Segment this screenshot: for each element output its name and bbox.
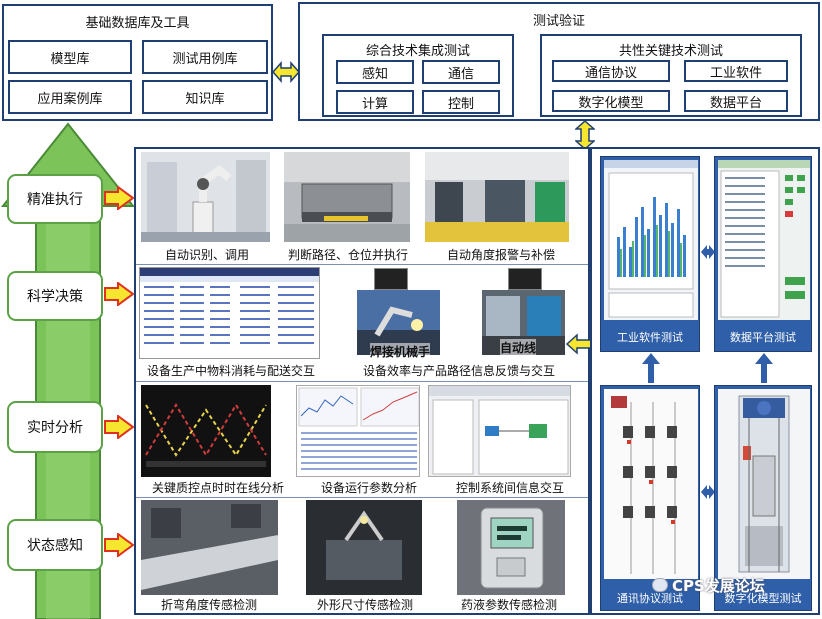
- application-case-library: 应用案例库: [8, 80, 132, 114]
- data-platform-test-label: 数据平台测试: [730, 331, 796, 344]
- caption-control-interaction: 控制系统间信息交互: [455, 481, 564, 495]
- industrial-software-item: 工业软件: [684, 60, 788, 82]
- perception-item: 感知: [336, 60, 414, 84]
- industrial-software-test-card: 工业软件测试: [600, 156, 700, 352]
- stage-arrow-4: [104, 533, 134, 557]
- photo-welding-monitor: [374, 268, 408, 290]
- test-verification-panel: 测试验证 综合技术集成测试 感知 通信 计算 控制 共性关键技术测试 通信协议 …: [298, 2, 820, 121]
- row-divider: [136, 264, 588, 265]
- stage-realtime-analysis: 实时分析: [7, 401, 103, 453]
- digital-model-item: 数字化模型: [552, 90, 670, 112]
- protocol-test-card: 通讯协议测试: [600, 385, 700, 611]
- arrow-platform-model: [755, 353, 773, 383]
- data-platform-item: 数据平台: [684, 90, 788, 112]
- integrated-test-title: 综合技术集成测试: [365, 44, 470, 59]
- stage-arrow-1: [104, 186, 134, 210]
- photo-robot-arm: [141, 152, 270, 242]
- screenshot-material-table: [139, 267, 320, 359]
- caption-parameter-analysis: 设备运行参数分析: [320, 481, 417, 495]
- caption-efficiency-feedback: 设备效率与产品路径信息反馈与交互: [362, 364, 555, 378]
- communication-protocol-item: 通信协议: [552, 60, 670, 82]
- screenshot-parameter-charts: [296, 385, 420, 477]
- caption-path-judge: 判断路径、仓位并执行: [287, 248, 408, 262]
- protocol-test-label: 通讯协议测试: [617, 592, 683, 605]
- caption-quality-analysis: 关键质控点时时在线分析: [151, 481, 284, 495]
- digital-model-test-card: 数字化模型测试: [714, 385, 812, 611]
- wechat-icon: [652, 578, 668, 592]
- industrial-software-test-label: 工业软件测试: [617, 331, 683, 344]
- communication-item: 通信: [422, 60, 500, 84]
- caption-shape-size: 外形尺寸传感检测: [316, 598, 413, 612]
- vertical-double-arrow: [575, 120, 595, 150]
- stage-scientific-decision: 科学决策: [7, 271, 103, 321]
- digital-model-test-label: 数字化模型测试: [724, 592, 802, 605]
- photo-liquid-sensor: [457, 500, 565, 595]
- photo-size-sensor: [306, 500, 422, 595]
- stage-arrow-2: [104, 282, 134, 306]
- control-item: 控制: [422, 90, 500, 114]
- stage-state-perception: 状态感知: [7, 519, 103, 571]
- photo-quality-monitor: [141, 385, 271, 477]
- knowledge-library: 知识库: [142, 80, 268, 114]
- arrow-protocol-model: [701, 485, 715, 499]
- test-verification-title: 测试验证: [532, 14, 585, 29]
- stage-precise-execution: 精准执行: [7, 174, 103, 224]
- label-welding-robot: 焊接机械手: [370, 343, 431, 360]
- row-divider: [136, 381, 588, 382]
- computing-item: 计算: [336, 90, 414, 114]
- integrated-test-group: 综合技术集成测试 感知 通信 计算 控制: [322, 34, 514, 117]
- model-library: 模型库: [8, 40, 132, 74]
- caption-liquid-parameter: 药液参数传感检测: [460, 598, 557, 612]
- data-platform-test-card: 数据平台测试: [714, 156, 812, 352]
- label-auto-line: 自动线: [500, 339, 537, 356]
- database-title: 基础数据库及工具: [85, 16, 190, 31]
- photo-agv-cart: [284, 152, 410, 242]
- arrow-software-platform: [701, 245, 715, 259]
- photo-auto-line-monitor: [508, 268, 542, 290]
- caption-angle-alarm: 自动角度报警与补偿: [446, 248, 555, 262]
- photo-bending-sensor: [141, 500, 278, 595]
- arrow-software-protocol: [642, 353, 660, 383]
- watermark: CPS发展论坛: [652, 574, 765, 596]
- watermark-text: CPS发展论坛: [672, 576, 765, 595]
- screenshot-control-system: [428, 385, 571, 477]
- caption-bending-angle: 折弯角度传感检测: [160, 598, 257, 612]
- common-test-title: 共性关键技术测试: [618, 44, 723, 59]
- test-case-library: 测试用例库: [142, 40, 268, 74]
- top-double-arrow: [272, 61, 300, 83]
- photo-factory-line: [425, 152, 569, 242]
- caption-material-consumption: 设备生产中物料消耗与配送交互: [146, 364, 315, 378]
- caption-auto-identify: 自动识别、调用: [164, 248, 249, 262]
- common-test-group: 共性关键技术测试 通信协议 工业软件 数字化模型 数据平台: [540, 34, 802, 117]
- stage-arrow-3: [104, 415, 134, 439]
- row-divider: [136, 497, 588, 498]
- database-panel: 基础数据库及工具 模型库 测试用例库 应用案例库 知识库: [2, 4, 273, 121]
